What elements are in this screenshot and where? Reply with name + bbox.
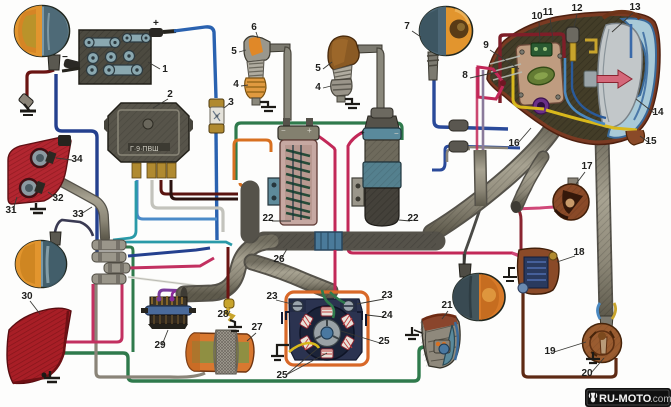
- svg-text:2: 2: [167, 89, 173, 100]
- svg-text:3: 3: [228, 97, 234, 108]
- svg-text:RU-MOTO: RU-MOTO: [599, 393, 652, 405]
- svg-text:19: 19: [544, 346, 556, 357]
- svg-text:12: 12: [571, 3, 583, 14]
- svg-text:20: 20: [581, 368, 593, 379]
- svg-text:11: 11: [543, 7, 554, 18]
- svg-text:+: +: [360, 128, 365, 137]
- svg-text:14: 14: [652, 107, 664, 118]
- svg-text:1: 1: [162, 64, 168, 75]
- svg-text:13: 13: [629, 2, 641, 13]
- svg-text:6: 6: [251, 22, 257, 33]
- svg-text:16: 16: [508, 138, 520, 149]
- svg-text:22: 22: [262, 213, 274, 224]
- svg-text:27: 27: [251, 322, 263, 333]
- svg-text:18: 18: [573, 247, 585, 258]
- svg-text:−: −: [394, 129, 399, 138]
- svg-text:25: 25: [378, 336, 390, 347]
- svg-text:5: 5: [315, 63, 321, 74]
- svg-text:32: 32: [52, 193, 64, 204]
- svg-text:−: −: [62, 52, 68, 63]
- svg-text:29: 29: [154, 340, 166, 351]
- svg-text:4: 4: [315, 82, 321, 93]
- svg-text:.com: .com: [650, 394, 671, 405]
- svg-text:34: 34: [71, 154, 83, 165]
- svg-text:10: 10: [531, 11, 543, 22]
- svg-text:25: 25: [276, 370, 288, 381]
- svg-text:21: 21: [441, 300, 453, 311]
- svg-text:33: 33: [72, 209, 84, 220]
- svg-text:17: 17: [581, 161, 593, 172]
- svg-text:24: 24: [381, 310, 393, 321]
- svg-text:26: 26: [273, 254, 285, 265]
- svg-text:30: 30: [21, 291, 33, 302]
- svg-text:23: 23: [381, 290, 393, 301]
- svg-text:22: 22: [407, 213, 419, 224]
- svg-text:9: 9: [483, 40, 489, 51]
- svg-text:5: 5: [231, 46, 237, 57]
- svg-text:+: +: [153, 18, 159, 29]
- svg-text:23: 23: [266, 291, 278, 302]
- svg-text:+: +: [307, 126, 312, 135]
- svg-text:−: −: [281, 126, 286, 135]
- svg-text:7: 7: [404, 21, 410, 32]
- svg-text:4: 4: [233, 79, 239, 90]
- svg-text:15: 15: [645, 136, 657, 147]
- svg-text:28: 28: [217, 309, 229, 320]
- svg-text:8: 8: [462, 70, 468, 81]
- svg-text:31: 31: [5, 205, 17, 216]
- svg-text:Γ·9·ПВШ: Γ·9·ПВШ: [130, 146, 159, 153]
